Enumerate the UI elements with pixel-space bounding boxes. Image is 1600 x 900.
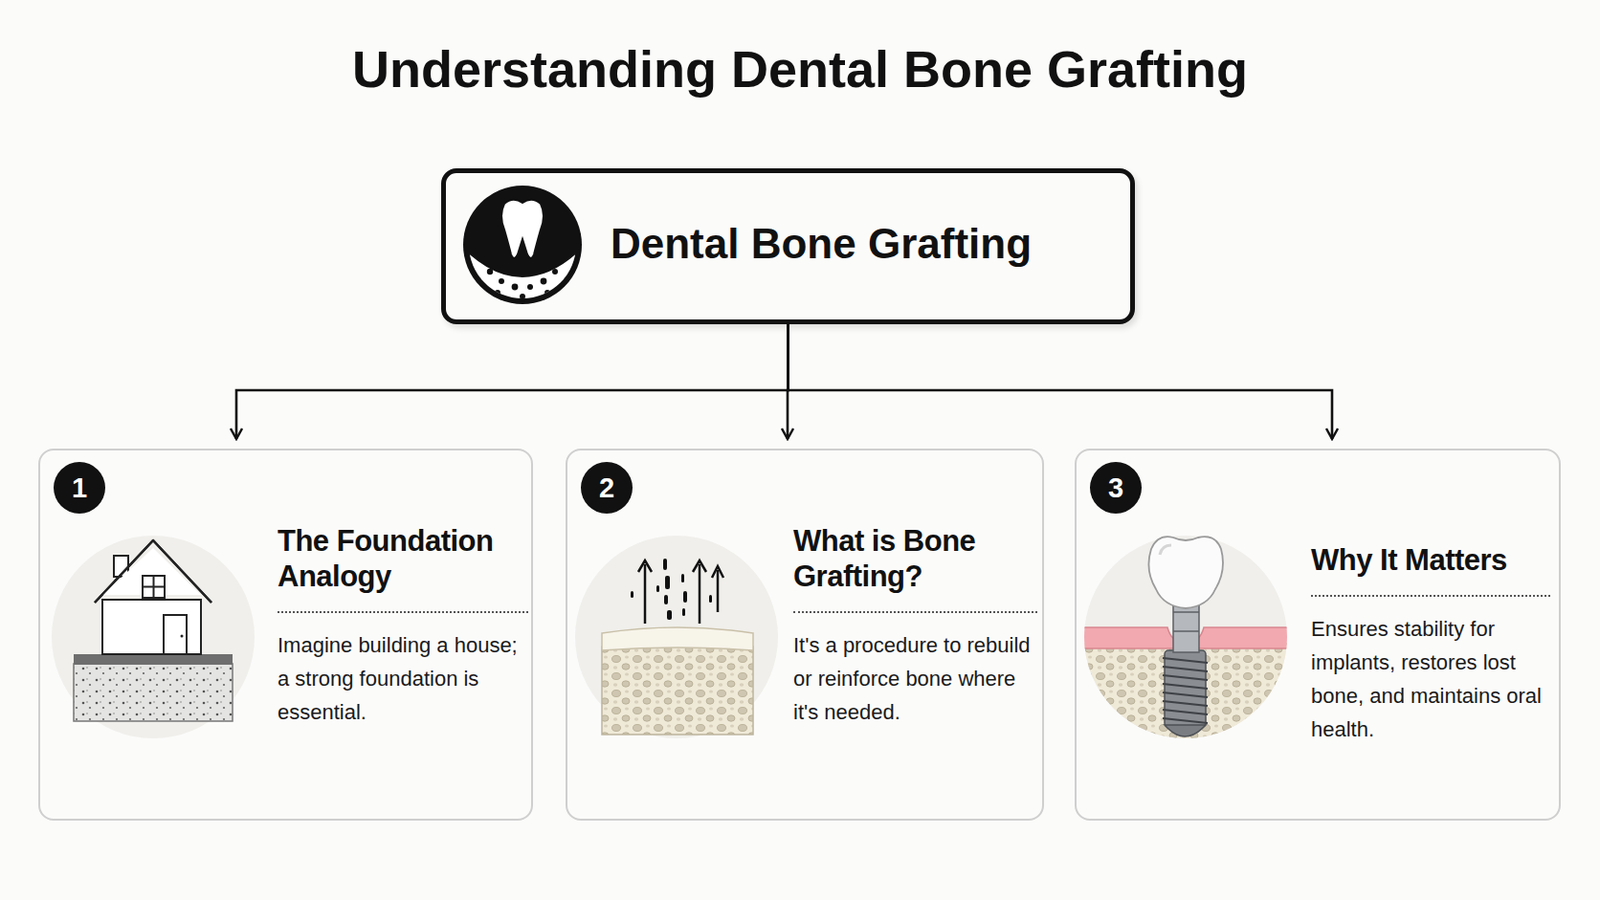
card-text-column: Why It MattersEnsures stability for impl…: [1311, 542, 1551, 747]
dotted-divider: [1311, 595, 1551, 598]
dental-implant-illustration: [1081, 535, 1292, 758]
dotted-divider: [793, 611, 1038, 614]
topic-label: Dental Bone Grafting: [610, 220, 1032, 269]
house-foundation-illustration: [51, 535, 255, 739]
diagram-title: Understanding Dental Bone Grafting: [0, 38, 1600, 101]
card-body: It's a procedure to rebuild or reinforce…: [793, 628, 1038, 730]
card-heading: Why It Matters: [1311, 542, 1551, 578]
info-card: 1The Foundation AnalogyImagine building …: [38, 448, 534, 822]
card-text-column: The Foundation AnalogyImagine building a…: [277, 523, 529, 730]
card-heading: The Foundation Analogy: [277, 523, 529, 595]
bone-rebuild-illustration: [575, 535, 778, 739]
card-body: Ensures stability for implants, restores…: [1311, 612, 1551, 747]
card-heading: What is Bone Grafting?: [793, 523, 1038, 595]
branch-arrow: [236, 324, 789, 440]
callout-number: 1: [53, 462, 106, 514]
card-body: Imagine building a house; a strong found…: [277, 628, 529, 730]
card-text-column: What is Bone Grafting? It's a procedure t…: [793, 523, 1038, 730]
callout-number: 2: [580, 462, 633, 514]
topic-box: Dental Bone Grafting: [441, 168, 1135, 325]
info-card: 2What is Bone Grafting? It's a procedure …: [565, 448, 1045, 822]
branch-arrow: [788, 324, 1334, 440]
info-card: 3Why It MattersEnsures stability for imp…: [1074, 448, 1561, 822]
dotted-divider: [277, 611, 529, 614]
tooth-bone-icon: [463, 185, 582, 307]
callout-number: 3: [1089, 462, 1142, 514]
